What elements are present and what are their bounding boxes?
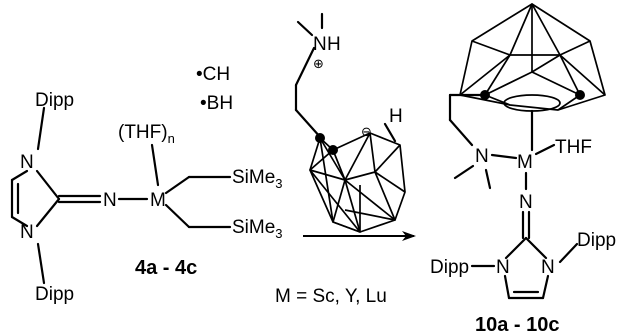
- reagent-structure: •CH •BH N H ⊕ ⊖ H: [196, 12, 406, 233]
- product-amine-n: N: [475, 146, 489, 167]
- product-compound-label: 10a - 10c: [475, 314, 560, 336]
- reagent-carborane-cage: [309, 122, 406, 233]
- reactant-sime3-top: SiMe3: [232, 167, 283, 191]
- reactant-metal: M: [150, 190, 166, 211]
- legend-bh: •BH: [200, 93, 233, 114]
- reagent-cation-charge: ⊕: [313, 56, 324, 71]
- product-ring-n-right: N: [541, 257, 555, 278]
- reagent-amine-h: H: [327, 34, 341, 55]
- reactant-ring-n-top: N: [20, 152, 34, 173]
- product-structure: N M THF N N N Dipp Dipp 10a - 10c: [430, 3, 616, 336]
- product-thf-ligand: THF: [555, 137, 592, 158]
- reagent-anion-charge: ⊖: [361, 124, 372, 139]
- reactant-ring-n-bottom: N: [20, 222, 34, 243]
- reactant-structure: Dipp N N Dipp N M (THF)n SiMe3 SiMe3 4a …: [10, 90, 283, 305]
- metal-identity: M = Sc, Y, Lu: [275, 286, 387, 307]
- product-aryl-right: Dipp: [577, 230, 616, 251]
- reactant-aryl-top: Dipp: [35, 90, 74, 111]
- product-ring-n-left: N: [496, 257, 510, 278]
- product-aryl-left: Dipp: [430, 257, 469, 278]
- reactant-thf-ligand: (THF)n: [118, 122, 175, 146]
- reactant-compound-label: 4a - 4c: [135, 257, 197, 279]
- reagent-cage-h: H: [389, 106, 403, 127]
- reactant-aryl-bottom: Dipp: [35, 284, 74, 305]
- reactant-sime3-bottom: SiMe3: [232, 217, 283, 241]
- product-metal: M: [517, 152, 533, 173]
- reagent-amine-n: N: [313, 34, 327, 55]
- reactant-exo-n: N: [103, 190, 117, 211]
- product-imino-n: N: [519, 192, 533, 213]
- legend-ch: •CH: [196, 64, 230, 85]
